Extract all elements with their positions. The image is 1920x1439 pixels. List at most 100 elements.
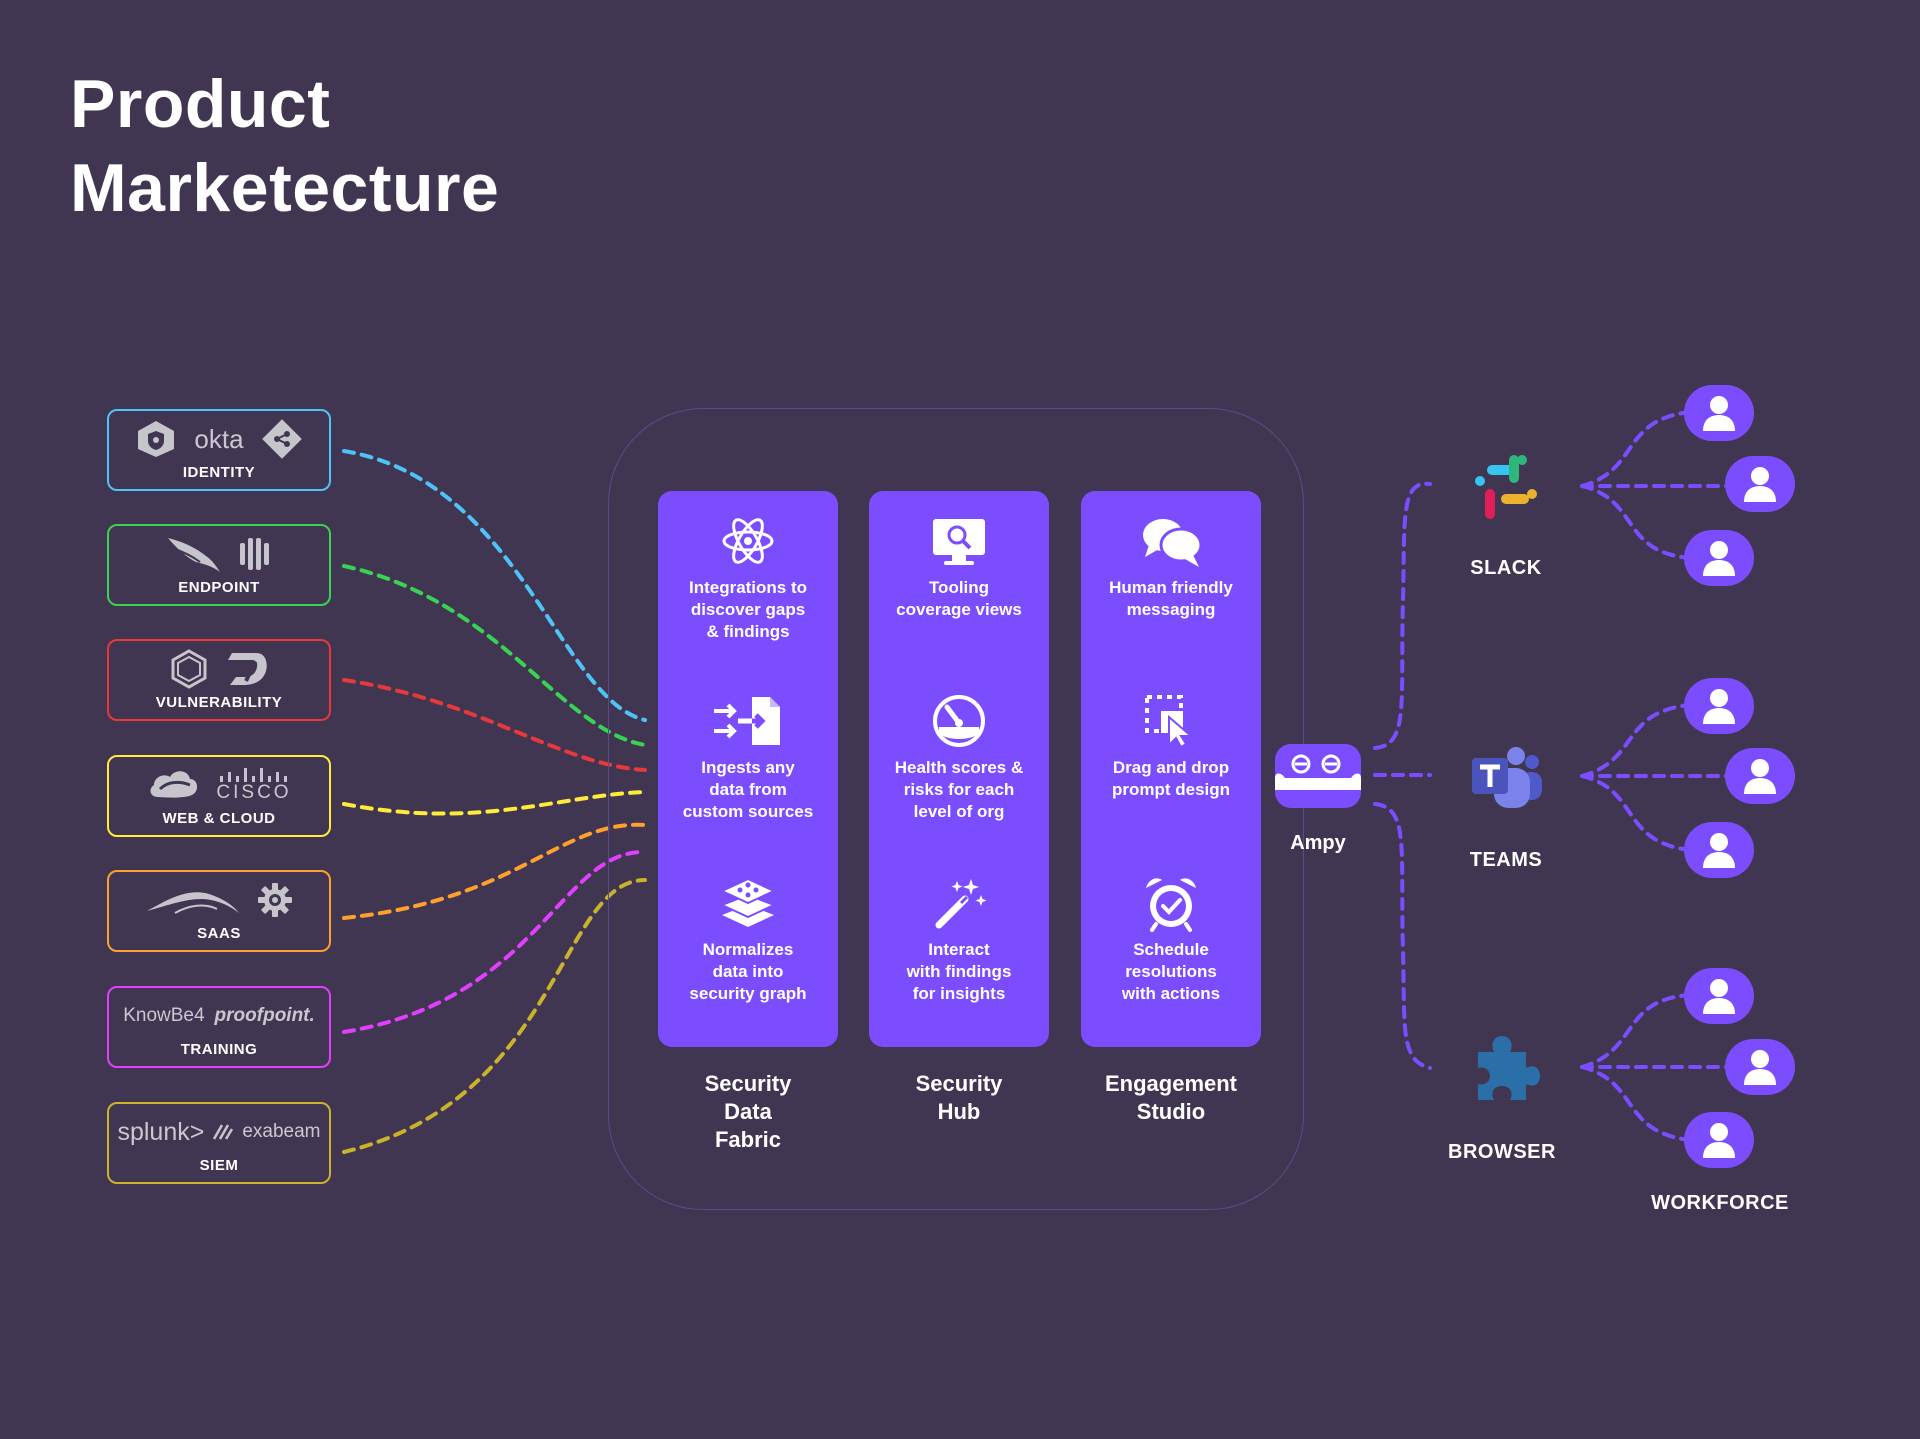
bars-icon (240, 538, 269, 570)
source-label: IDENTITY (182, 464, 256, 481)
source-siem: splunk> exabeam SIEM (107, 1102, 331, 1184)
atom-icon (722, 518, 774, 564)
user-icon (1703, 689, 1735, 724)
user-avatar (1725, 748, 1795, 804)
alarm-check-icon (1146, 878, 1196, 932)
wire-endpoint (342, 564, 647, 747)
user-icon (1744, 1050, 1776, 1085)
user-avatar (1684, 678, 1754, 734)
source-saas: SAAS (107, 870, 331, 952)
source-identity: okta IDENTITY (107, 409, 331, 491)
chat-bubbles-icon (1143, 519, 1203, 567)
ingest-file-icon (714, 697, 780, 745)
user-icon (1744, 467, 1776, 502)
link-slack-users (1580, 410, 1732, 560)
link-browser-users (1580, 993, 1732, 1142)
git-diamond-icon (261, 419, 302, 459)
shield-hex-icon (138, 421, 175, 457)
magic-wand-icon (935, 879, 987, 929)
feature-messaging: Human friendly messaging (1081, 513, 1261, 621)
wire-web-cloud (342, 790, 647, 816)
puzzle-icon (1466, 1028, 1546, 1108)
source-label: WEB & CLOUD (162, 810, 276, 827)
feature-text: Drag and drop prompt design (1111, 758, 1231, 799)
ampy-robot-icon (1275, 744, 1361, 808)
title-line-1: Product (70, 66, 331, 142)
monitor-search-icon (933, 519, 985, 565)
page-title: Product Marketecture (70, 62, 499, 230)
ampy-label: Ampy (1290, 832, 1346, 854)
link-teams-users (1580, 703, 1732, 852)
feature-interact: Interact with findings for insights (869, 875, 1049, 1005)
feature-text: Human friendly messaging (1109, 578, 1233, 619)
user-avatar (1684, 530, 1754, 586)
feature-text: Normalizes data into security graph (689, 940, 807, 1003)
column-security-hub: Tooling coverage views Health scores & r… (869, 491, 1049, 1047)
user-icon (1703, 396, 1735, 431)
source-label: SIEM (199, 1157, 239, 1174)
user-icon (1703, 541, 1735, 576)
user-avatar (1725, 1039, 1795, 1095)
exabeam-mark-icon (213, 1124, 234, 1140)
link-ampy-slack (1373, 481, 1432, 750)
user-avatar (1684, 385, 1754, 441)
source-label: ENDPOINT (178, 579, 260, 596)
user-avatar (1684, 968, 1754, 1024)
knowbe4-logo: KnowBe4 (123, 1005, 205, 1026)
feature-text: Tooling coverage views (896, 578, 1022, 619)
gear-icon (258, 883, 292, 917)
user-avatar (1725, 456, 1795, 512)
user-avatar (1684, 1112, 1754, 1168)
gauge-icon (933, 695, 985, 747)
title-line-2: Marketecture (70, 150, 500, 226)
feature-normalize: Normalizes data into security graph (658, 875, 838, 1005)
feature-drag-drop: Drag and drop prompt design (1081, 693, 1261, 801)
wire-training (342, 849, 647, 1034)
splunk-logo: splunk> (117, 1117, 205, 1146)
feature-integrations: Integrations to discover gaps & findings (658, 513, 838, 643)
column-engagement-studio: Human friendly messaging Drag and drop p… (1081, 491, 1261, 1047)
source-training: KnowBe4 proofpoint. TRAINING (107, 986, 331, 1068)
falcon-bird-icon (168, 538, 220, 572)
user-icon (1703, 1123, 1735, 1158)
feature-text: Health scores & risks for each level of … (894, 758, 1024, 821)
user-avatar (1684, 822, 1754, 878)
teams-icon (1466, 738, 1546, 818)
layers-icon (720, 877, 776, 927)
column-name: Security Hub (915, 1071, 1003, 1124)
slack-icon (1466, 447, 1546, 527)
cisco-logo: CISCO (216, 768, 291, 802)
source-label: TRAINING (180, 1041, 258, 1058)
source-label: SAAS (197, 925, 241, 942)
user-icon (1703, 979, 1735, 1014)
drag-drop-icon (1145, 695, 1194, 749)
platform-frame (608, 408, 1304, 1210)
column-security-data-fabric: Integrations to discover gaps & findings… (658, 491, 838, 1047)
wire-saas (342, 822, 647, 920)
cisco-bars-icon (220, 768, 287, 782)
source-endpoint: ENDPOINT (107, 524, 331, 606)
cloud-icon (150, 771, 198, 798)
feature-ingest: Ingests any data from custom sources (658, 693, 838, 823)
feature-text: Interact with findings for insights (906, 940, 1012, 1003)
wire-vulnerability (342, 678, 647, 772)
hexagon-ring-icon (171, 649, 207, 689)
feature-text: Integrations to discover gaps & findings (688, 578, 808, 641)
column-name: Security Data Fabric (704, 1071, 792, 1152)
channel-label-browser: BROWSER (1448, 1141, 1556, 1163)
feature-health: Health scores & risks for each level of … (869, 693, 1049, 823)
workforce-label: WORKFORCE (1651, 1192, 1789, 1214)
feature-schedule: Schedule resolutions with actions (1081, 875, 1261, 1005)
feature-text: Schedule resolutions with actions (1121, 940, 1221, 1003)
link-ampy-browser (1373, 802, 1432, 1070)
okta-logo: okta (194, 423, 244, 454)
source-label: VULNERABILITY (155, 694, 283, 711)
wire-identity (342, 449, 647, 722)
swoosh-icon (147, 892, 239, 914)
channel-label-teams: TEAMS (1469, 849, 1543, 871)
exabeam-logo: exabeam (242, 1121, 321, 1142)
source-vulnerability: VULNERABILITY (107, 639, 331, 721)
feature-text: Ingests any data from custom sources (682, 758, 814, 821)
proofpoint-logo: proofpoint. (214, 1005, 315, 1026)
